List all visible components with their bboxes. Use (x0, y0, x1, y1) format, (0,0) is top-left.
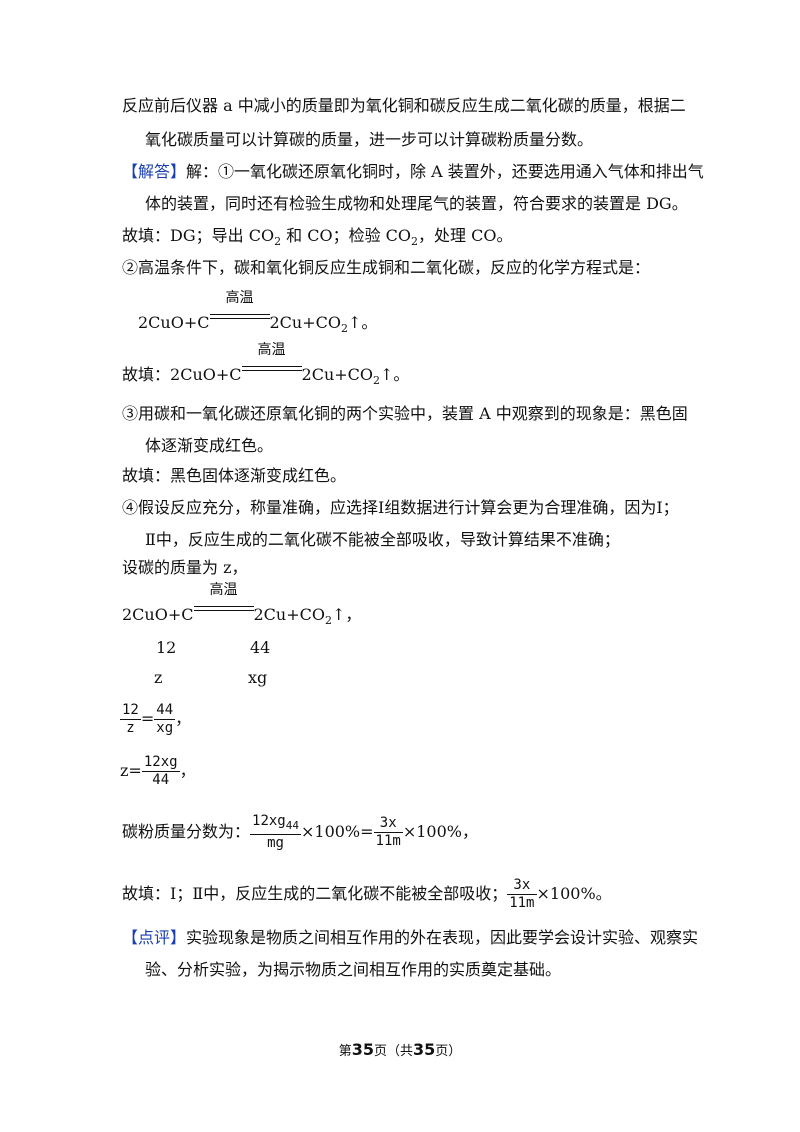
equation-tail: ↑， (332, 605, 362, 624)
numerator: 12 (120, 702, 141, 720)
equal-bar (241, 366, 302, 367)
equation-reactants: 2CuO+C (122, 605, 194, 624)
equation-reactants: 2CuO+C (138, 313, 210, 332)
percent-factor: ×100%， (402, 822, 478, 841)
paragraph-line: ④假设反应充分，称量准确，应选择Ⅰ组数据进行计算会更为合理准确，因为Ⅰ； (122, 498, 679, 517)
denominator: xg (156, 720, 174, 736)
footer-text: 页） (435, 1044, 462, 1059)
paragraph-line: 氧化碳质量可以计算碳的质量，进一步可以计算碳粉质量分数。 (145, 130, 594, 149)
answer-tag: 【解答】 (122, 162, 187, 181)
paragraph-line: 反应前后仪器 a 中减小的质量即为氧化铜和碳反应生成二氧化碳的质量，根据二 (122, 96, 686, 115)
ratio-value: 44 (250, 638, 271, 657)
equation-reactants: 2CuO+C (170, 365, 242, 384)
subscript: 2 (411, 235, 419, 249)
denominator: 44 (152, 772, 170, 788)
paragraph-line: 设碳的质量为 z， (122, 558, 248, 577)
condition-label: 高温 (225, 290, 254, 306)
paragraph-line: 体逐渐变成红色。 (145, 436, 274, 455)
page-number: 35 (351, 1040, 374, 1059)
chemical-equation: 2CuO+C 高温 2Cu+CO2↑， (122, 582, 362, 631)
condition-label: 高温 (257, 342, 286, 358)
numerator: 12xg (141, 754, 180, 772)
answer-text: 解：①一氧化碳还原氧化铜时，除 A 装置外，还要选用通入气体和排出气 (186, 162, 704, 181)
subscript: 2 (274, 235, 282, 249)
numerator-sub: 44 (285, 818, 299, 832)
numerator: 3x (507, 877, 537, 895)
fill-text: 和 CO；检验 CO (281, 226, 412, 245)
reaction-condition: 高温 (241, 342, 302, 380)
paragraph-line: ②高温条件下，碳和氧化铜反应生成铜和二氧化碳，反应的化学方程式是： (122, 258, 651, 277)
denominator: 11m (375, 833, 401, 849)
paragraph-line: 验、分析实验，为揭示物质之间相互作用的实质奠定基础。 (145, 960, 562, 979)
comment-tag: 【点评】 (122, 928, 187, 947)
subscript: 2 (373, 374, 381, 388)
fill-text: ，处理 CO。 (418, 226, 513, 245)
footer-text: 第 (338, 1044, 352, 1059)
z-label: z= (120, 761, 142, 780)
numerator-main: 12xg (252, 813, 286, 830)
chemical-equation: 2CuO+C 高温 2Cu+CO2↑。 (138, 290, 378, 339)
equal-bar (209, 314, 270, 315)
paragraph-line: 体的装置，同时还有检验生成物和处理尾气的装置，符合要求的装置是 DG。 (145, 194, 688, 213)
numerator: 3x (373, 815, 403, 833)
condition-label: 高温 (209, 582, 238, 598)
paragraph-line: ③用碳和一氧化碳还原氧化铜的两个实验中，装置 A 中观察到的现象是：黑色固 (122, 404, 688, 423)
footer-text: 页（共 (373, 1044, 413, 1059)
comment-line: 【点评】实验现象是物质之间相互作用的外在表现，因此要学会设计实验、观察实 (122, 928, 698, 948)
mass-fraction-label: 碳粉质量分数为： (122, 822, 251, 841)
equals-sign: = (140, 709, 155, 728)
fill-equation: 故填：2CuO+C 高温 2Cu+CO2↑。 (122, 342, 410, 391)
comment-text: 实验现象是物质之间相互作用的外在表现，因此要学会设计实验、观察实 (186, 928, 699, 947)
equation-products: 2Cu+CO (301, 365, 374, 384)
fill-prefix: 故填： (122, 365, 171, 384)
equal-bar (241, 370, 302, 371)
percent-factor: ×100%= (300, 822, 374, 841)
total-pages: 35 (413, 1040, 436, 1059)
ratio-value: z (154, 668, 163, 687)
equal-bar (193, 606, 254, 607)
subscript: 2 (341, 322, 348, 336)
denominator: z (126, 720, 135, 736)
equation-products: 2Cu+CO (253, 605, 326, 624)
reaction-condition: 高温 (193, 582, 254, 620)
fill-text: 故填：DG；导出 CO (122, 226, 275, 245)
denominator: mg (267, 834, 284, 851)
numerator: 12xg44 (250, 813, 301, 835)
equal-bar (193, 610, 254, 611)
denominator: 11m (509, 895, 535, 911)
page-footer: 第35页（共35页） (0, 1040, 800, 1059)
equal-bar (209, 318, 270, 319)
punctuation: ， (175, 709, 192, 728)
equation-tail: ↑。 (380, 365, 410, 384)
answer-line: 【解答】解：①一氧化碳还原氧化铜时，除 A 装置外，还要选用通入气体和排出气 (122, 162, 704, 182)
fill-text: 故填：Ⅰ；Ⅱ中，反应生成的二氧化碳不能被全部吸收； (122, 884, 508, 903)
equation-tail: ↑。 (348, 313, 378, 332)
fill-line: 故填：DG；导出 CO2 和 CO；检验 CO2，处理 CO。 (122, 226, 513, 252)
ratio-value: xg (248, 668, 268, 687)
ratio-value: 12 (156, 638, 177, 657)
reaction-condition: 高温 (209, 290, 270, 328)
equation-products: 2Cu+CO (269, 313, 342, 332)
paragraph-line: Ⅱ中，反应生成的二氧化碳不能被全部吸收，导致计算结果不准确； (145, 530, 620, 549)
subscript: 2 (325, 614, 332, 628)
numerator: 44 (154, 702, 176, 720)
punctuation: ， (179, 761, 196, 780)
percent-factor: ×100%。 (536, 884, 612, 903)
paragraph-line: 故填：黑色固体逐渐变成红色。 (122, 466, 347, 485)
